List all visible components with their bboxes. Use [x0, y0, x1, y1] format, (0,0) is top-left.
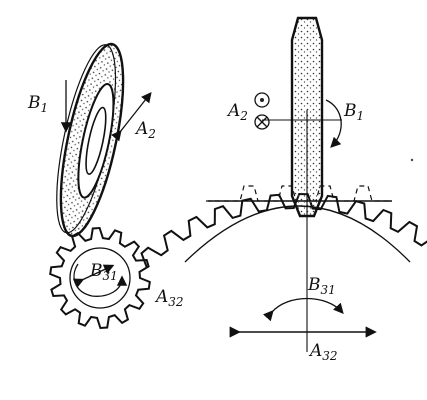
right-view: A2 B1 B31 A32	[140, 16, 427, 363]
left-a32-arrow	[72, 264, 115, 289]
left-a2-label: A2	[134, 119, 156, 141]
right-a2-out-symbol	[254, 92, 270, 108]
right-gear-pitch-arc	[184, 205, 411, 263]
right-gear-teeth	[140, 192, 427, 268]
left-view: B1 A2 B31 A32	[27, 42, 184, 330]
right-b31-label: B31	[307, 275, 336, 297]
right-b1-label: B1	[343, 101, 364, 123]
left-a32-label: A32	[154, 287, 184, 309]
left-a2-arrow	[111, 91, 152, 142]
right-a2-label: A2	[226, 101, 248, 123]
left-b1-label: B1	[27, 93, 48, 115]
right-b31-rotation-arrow	[262, 297, 344, 322]
left-b31-label: B31	[89, 261, 118, 283]
left-gear	[49, 226, 151, 330]
left-grinding-wheel	[56, 42, 125, 238]
right-a2-in-symbol	[254, 114, 270, 130]
right-a32-label: A32	[308, 341, 338, 363]
right-speck	[410, 158, 414, 162]
right-b1-rotation-arrow	[325, 99, 342, 148]
